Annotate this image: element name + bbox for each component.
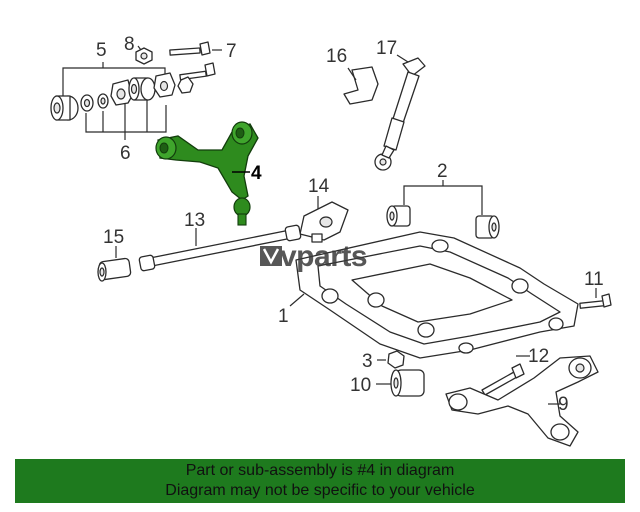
callout-5: 5	[96, 40, 107, 61]
callout-15: 15	[103, 227, 124, 248]
bolt-12	[481, 355, 530, 396]
nut-3	[377, 350, 405, 369]
exploded-suspension-diagram: 5 6 8 7 4 16 17	[50, 34, 612, 447]
callout-1: 1	[278, 306, 289, 327]
callout-14: 14	[308, 176, 330, 197]
rod-13	[138, 224, 302, 272]
upper-control-arm-4	[155, 121, 259, 226]
bushing-15	[97, 246, 132, 282]
bracket-16	[343, 66, 379, 105]
callout-6: 6	[120, 143, 131, 164]
callout-8: 8	[124, 34, 135, 55]
footer-banner: Part or sub-assembly is #4 in diagram Di…	[15, 459, 625, 503]
callout-10: 10	[350, 375, 371, 396]
bolt-7-nut-8	[135, 41, 222, 94]
footer-line-1: Part or sub-assembly is #4 in diagram	[185, 462, 455, 479]
bushing-10	[376, 369, 425, 397]
subframe-1	[289, 231, 579, 359]
callout-9: 9	[558, 394, 569, 415]
footer-line-2: Diagram may not be specific to your vehi…	[165, 482, 475, 499]
callout-13: 13	[184, 210, 205, 231]
callout-7: 7	[226, 41, 237, 62]
callout-17: 17	[376, 38, 397, 59]
callout-4: 4	[251, 163, 262, 184]
lower-control-arm-9	[445, 355, 599, 447]
bushings-2	[386, 180, 500, 239]
callout-3: 3	[362, 351, 373, 372]
watermark-text: vparts	[280, 240, 367, 273]
bolt-11	[579, 288, 612, 309]
bushing-set-5-6	[50, 62, 176, 140]
callout-16: 16	[326, 46, 347, 67]
callout-12: 12	[528, 346, 549, 367]
callout-2: 2	[437, 161, 448, 182]
callout-11: 11	[584, 269, 604, 290]
bracket-14	[299, 196, 349, 243]
shock-absorber-17	[374, 54, 426, 171]
vparts-watermark-logo: vparts	[260, 240, 368, 273]
